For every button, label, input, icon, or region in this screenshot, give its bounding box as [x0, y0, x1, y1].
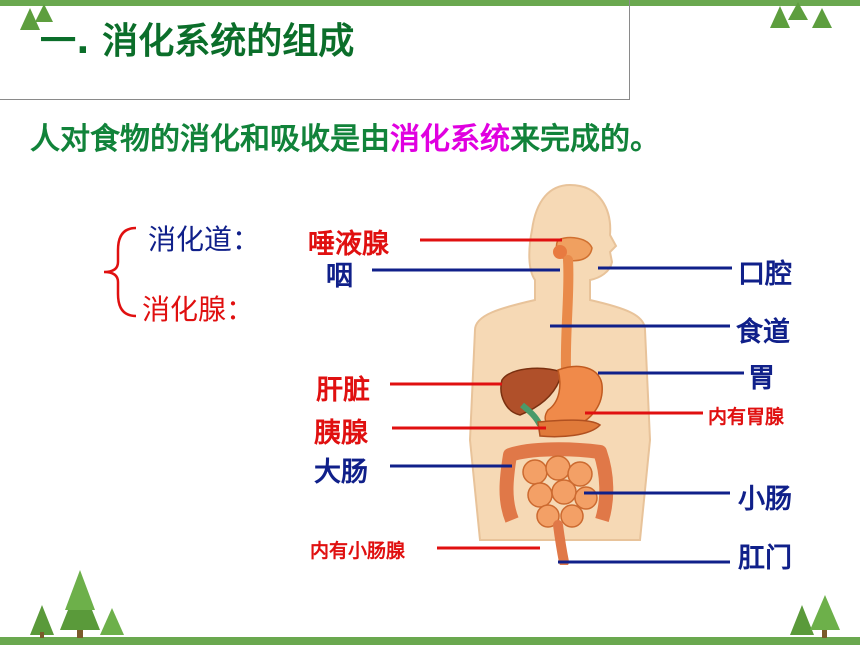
intro-suffix: 来完成的。	[510, 122, 660, 157]
intro-sentence: 人对食物的消化和吸收是由消化系统来完成的。	[30, 114, 660, 158]
label-pharynx: 咽	[326, 261, 353, 292]
label-esophagus: 食道	[736, 317, 790, 348]
digestive-system-illustration	[468, 183, 652, 565]
label-salivary-gland: 唾液腺	[308, 229, 389, 260]
label-pancreas: 胰腺	[314, 418, 368, 449]
label-mouth: 口腔	[738, 259, 792, 290]
pancreas	[537, 419, 602, 438]
tree-icon	[790, 595, 840, 638]
label-small-intestine: 小肠	[738, 484, 792, 515]
tree-icon	[20, 4, 53, 30]
category-tract: 消化道：	[148, 223, 261, 256]
liver	[500, 367, 563, 416]
bottom-border	[0, 570, 860, 645]
label-stomach: 胃	[748, 363, 775, 394]
label-large-intestine: 大肠	[314, 457, 368, 488]
category-brace	[103, 226, 137, 318]
label-gastric-glands: 内有胃腺	[708, 406, 785, 428]
tree-icon	[770, 2, 832, 28]
tree-icon	[30, 570, 124, 638]
label-anus: 肛门	[738, 543, 792, 574]
esophagus	[560, 255, 574, 375]
category-glands: 消化腺：	[142, 293, 255, 326]
large-intestine	[499, 442, 614, 523]
label-intestinal-glands: 内有小肠腺	[310, 540, 406, 562]
top-border	[0, 0, 860, 30]
salivary-gland	[553, 245, 567, 259]
label-liver: 肝脏	[316, 375, 370, 406]
page-title: 一. 消化系统的组成	[40, 21, 355, 62]
title-box	[0, 0, 630, 100]
intro-highlight: 消化系统	[390, 122, 510, 157]
rectum	[553, 520, 569, 565]
intro-prefix: 人对食物的消化和吸收是由	[30, 122, 390, 157]
